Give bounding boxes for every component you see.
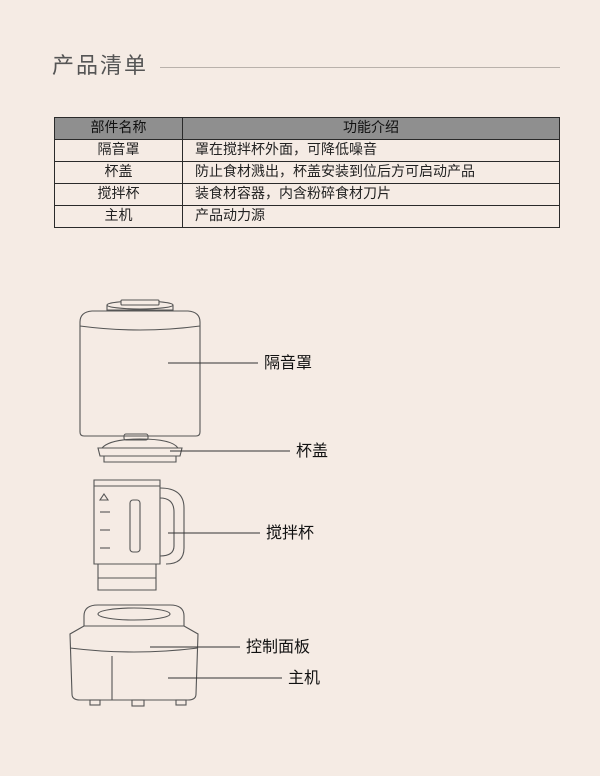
column-header-function: 功能介绍	[182, 117, 560, 140]
table-row: 隔音罩 罩在搅拌杯外面，可降低噪音	[54, 139, 560, 162]
sound-cover-drawing	[79, 299, 201, 437]
callout-control-panel: 控制面板	[246, 637, 311, 656]
column-header-part-name: 部件名称	[54, 117, 183, 140]
part-name-cell: 搅拌杯	[54, 183, 183, 206]
exploded-diagram	[69, 299, 290, 707]
callout-jar: 搅拌杯	[266, 523, 315, 542]
page-title: 产品清单	[52, 54, 149, 79]
part-function-cell: 产品动力源	[182, 205, 560, 228]
part-name-cell: 主机	[54, 205, 183, 228]
callout-sound-cover: 隔音罩	[264, 353, 313, 372]
parts-table: 部件名称 功能介绍 隔音罩 罩在搅拌杯外面，可降低噪音 杯盖 防止食材溅出，杯盖…	[54, 117, 560, 228]
header: 产品清单	[52, 52, 560, 82]
table-row: 搅拌杯 装食材容器，内含粉碎食材刀片	[54, 183, 560, 206]
table-header-row: 部件名称 功能介绍	[54, 117, 560, 140]
title-divider	[160, 67, 560, 68]
part-function-cell: 装食材容器，内含粉碎食材刀片	[182, 183, 560, 206]
callout-main-unit: 主机	[288, 668, 321, 687]
lid-drawing	[97, 433, 183, 463]
table-row: 主机 产品动力源	[54, 205, 560, 228]
part-name-cell: 杯盖	[54, 161, 183, 184]
jar-drawing	[93, 479, 185, 591]
part-function-cell: 罩在搅拌杯外面，可降低噪音	[182, 139, 560, 162]
callout-lid: 杯盖	[296, 441, 329, 460]
table-row: 杯盖 防止食材溅出，杯盖安装到位后方可启动产品	[54, 161, 560, 184]
base-drawing	[69, 604, 199, 707]
part-function-cell: 防止食材溅出，杯盖安装到位后方可启动产品	[182, 161, 560, 184]
part-name-cell: 隔音罩	[54, 139, 183, 162]
